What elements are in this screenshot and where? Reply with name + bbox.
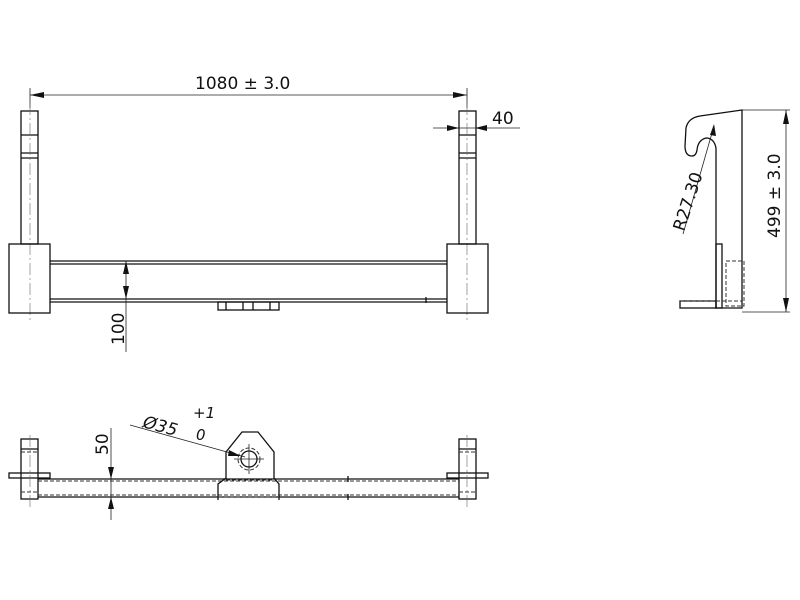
radius-leader <box>682 125 715 235</box>
arrow-icon <box>228 450 241 456</box>
dim-pin-tol-lower: 0 <box>196 426 206 444</box>
left-post <box>20 110 39 245</box>
arrow-icon <box>783 298 789 312</box>
arrow-icon <box>710 124 716 136</box>
right-post <box>458 110 477 245</box>
arrow-icon <box>453 92 467 98</box>
arrow-icon <box>123 261 129 274</box>
pin-lug <box>217 431 280 500</box>
top-right-flange <box>446 472 489 479</box>
arrow-icon <box>30 92 44 98</box>
dim-pin-tol-upper: +1 <box>193 404 215 422</box>
side-view: R27.30 499 ± 3.0 <box>670 109 790 313</box>
arrow-icon <box>123 286 129 299</box>
dim-beam-height: 100 <box>109 313 129 345</box>
front-view: 1080 ± 3.0 40 <box>8 74 520 352</box>
dim-overall-width: 1080 ± 3.0 <box>195 74 290 94</box>
arrow-icon <box>783 110 789 124</box>
dim-post-width: 40 <box>492 109 514 129</box>
arrow-icon <box>108 497 114 509</box>
dim-hook-radius: R27.30 <box>670 170 708 234</box>
arrow-icon <box>475 125 487 131</box>
top-left-post <box>20 438 39 500</box>
left-block <box>8 243 51 314</box>
arrow-icon <box>108 467 114 479</box>
diameter-leader <box>129 424 246 458</box>
bottom-bracket <box>217 301 280 311</box>
dim-beam-depth: 50 <box>93 433 113 455</box>
dim-pin-diameter: Ø35 <box>140 412 180 441</box>
hook-profile <box>684 109 743 309</box>
top-right-post <box>458 438 477 500</box>
side-plate <box>715 243 723 309</box>
right-block <box>446 243 489 314</box>
arrow-icon <box>447 125 459 131</box>
dim-overall-height: 499 ± 3.0 <box>765 153 785 238</box>
top-left-flange <box>8 472 51 479</box>
side-foot <box>679 300 717 309</box>
top-view: Ø35 +1 0 50 <box>8 404 489 520</box>
